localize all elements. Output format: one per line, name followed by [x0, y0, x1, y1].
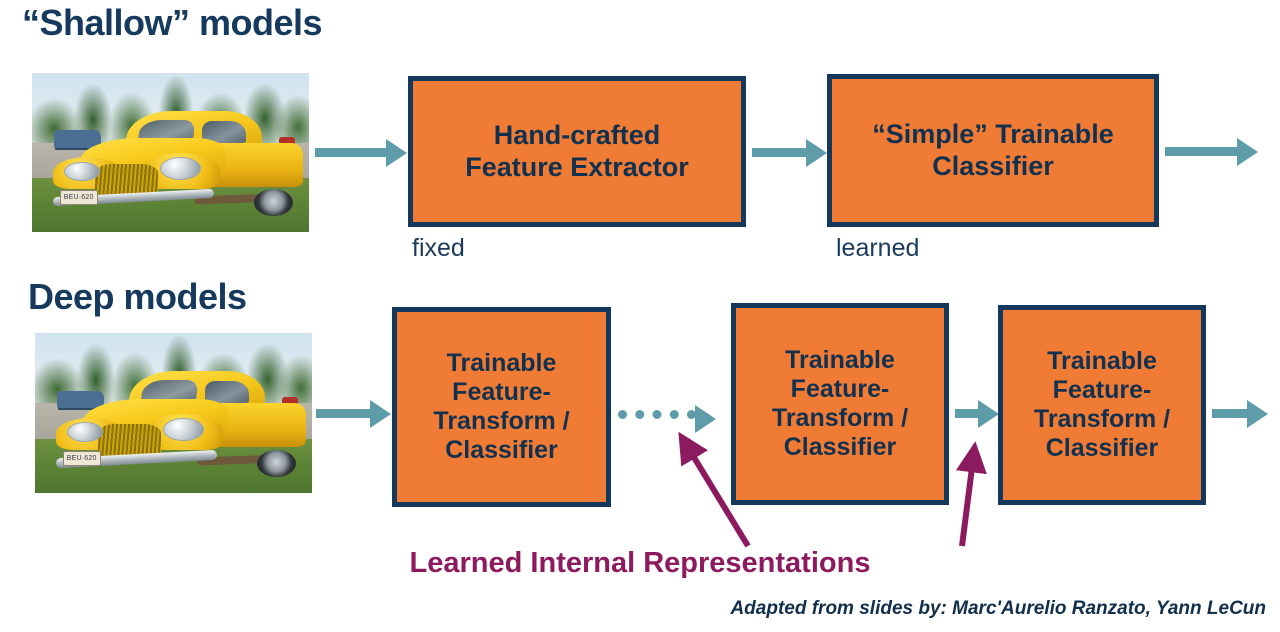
purple-arrow-right	[955, 441, 987, 547]
box-hand-crafted-feature-extractor[interactable]: Hand-crafted Feature Extractor	[408, 76, 746, 227]
car-headlight-left	[66, 422, 103, 442]
page-title-deep-models: Deep models	[28, 276, 247, 317]
photo-background-blue-car	[54, 130, 102, 148]
arrow-deep-block-3-output	[1212, 409, 1248, 418]
photo-background-blue-car	[57, 390, 105, 409]
photo-yellow-car	[46, 371, 307, 477]
box-label-line2: Feature Extractor	[465, 151, 689, 182]
arrow-deep-block-1-to-2-dotted	[618, 410, 696, 419]
box-label-line1: Trainable	[446, 349, 557, 377]
box-label-line2: Feature-	[790, 375, 890, 403]
photo-yellow-car	[43, 111, 304, 217]
car-rear-wheel	[257, 449, 297, 477]
box-label-line1: Trainable	[785, 346, 895, 374]
box-label-line1: Hand-crafted	[493, 120, 661, 151]
box-deep-block-3[interactable]: Trainable Feature- Transform / Classifie…	[998, 305, 1206, 505]
car-headlight-right	[163, 417, 205, 441]
box-label-line3: Transform /	[1033, 405, 1171, 433]
box-deep-block-1[interactable]: Trainable Feature- Transform / Classifie…	[392, 307, 611, 507]
box-label-line3: Transform /	[771, 404, 909, 432]
box-label-line1: Trainable	[1047, 347, 1157, 375]
page-title-shallow-models: “Shallow” models	[22, 2, 323, 43]
car-headlight-left	[63, 161, 100, 182]
box-simple-trainable-classifier[interactable]: “Simple” Trainable Classifier	[827, 74, 1159, 227]
car-side-window	[204, 380, 250, 404]
box-deep-block-2[interactable]: Trainable Feature- Transform / Classifie…	[731, 303, 949, 505]
car-license-plate: BEU·620	[62, 451, 101, 466]
input-image-deep: BEU·620	[35, 333, 312, 493]
arrow-feature-extractor-to-classifier	[752, 148, 807, 157]
car-grille	[95, 163, 158, 196]
box-label-line2: Feature-	[1052, 376, 1152, 404]
box-label-line2: Feature-	[452, 378, 551, 406]
sublabel-fixed: fixed	[412, 234, 465, 262]
box-label-line4: Classifier	[1045, 434, 1159, 462]
annotation-learned-internal-representations: Learned Internal Representations	[409, 547, 871, 579]
box-label-line2: Classifier	[932, 150, 1054, 181]
arrow-photo-to-feature-extractor	[315, 148, 387, 157]
car-grille	[98, 424, 161, 456]
input-image-shallow: BEU·620	[32, 73, 309, 232]
car-rear-wheel	[254, 188, 294, 217]
car-side-window	[201, 120, 247, 143]
box-label-line1: “Simple” Trainable	[872, 119, 1114, 150]
box-label-line4: Classifier	[445, 436, 558, 464]
car-headlight-right	[160, 157, 202, 181]
credit-attribution: Adapted from slides by: Marc'Aurelio Ran…	[730, 598, 1266, 619]
arrow-deep-block-2-to-3	[955, 409, 979, 418]
sublabel-learned: learned	[836, 234, 920, 262]
arrow-classifier-output	[1165, 147, 1238, 156]
box-label-line3: Transform /	[433, 407, 570, 435]
car-license-plate: BEU·620	[59, 190, 98, 205]
arrow-photo-to-deep-block-1	[316, 409, 371, 418]
box-label-line4: Classifier	[783, 433, 897, 461]
